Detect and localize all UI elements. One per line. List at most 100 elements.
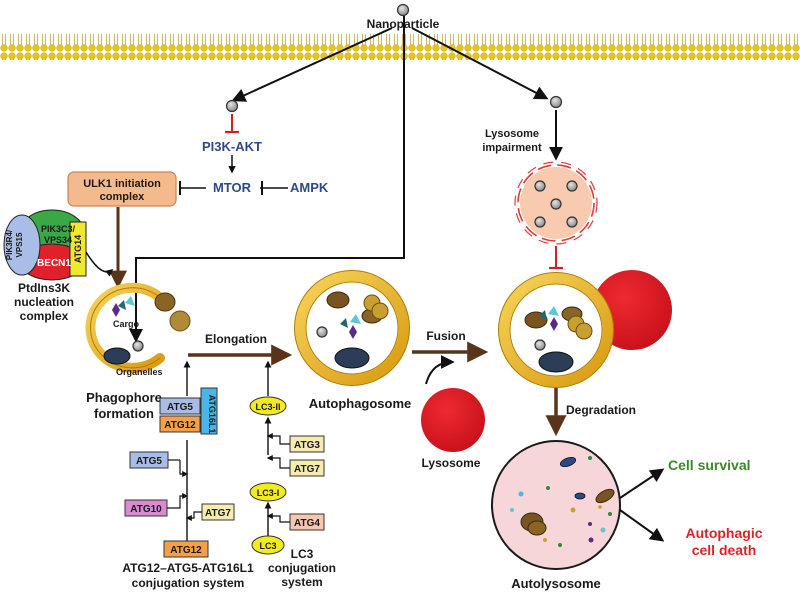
lc3-system-caption-1: LC3: [291, 547, 314, 561]
atg12-system-caption-2: conjugation system: [132, 576, 245, 590]
autolys-brown-3: [595, 488, 615, 504]
pik3r4-label-2: VPS15: [15, 232, 24, 257]
atg7-right-join: [266, 455, 290, 469]
ulk1-complex-box: [67, 171, 177, 207]
autophagosome-diamond: [349, 325, 357, 339]
lysosome-impairment-label-2: impairment: [482, 142, 542, 154]
autolys-blue-1: [559, 456, 577, 468]
lc3-system-caption-3: system: [281, 575, 322, 589]
fusing-outer-line: [498, 272, 614, 388]
arrow-to-phagophore: [129, 16, 405, 343]
autolys-dot-3: [546, 486, 550, 490]
cargo-diamond: [112, 303, 120, 317]
autophagosome-organelle: [334, 347, 370, 369]
lc3-ii-oval: [249, 396, 287, 416]
pik3r4-label-1: PIK3R4/: [5, 229, 14, 260]
autophagosome-outer-line: [294, 270, 410, 386]
atg12-top-label: ATG12: [164, 420, 196, 431]
impaired-np-3: [550, 198, 562, 210]
autophagosome-yellow-2: [371, 302, 389, 320]
autolys-dot-6: [600, 527, 606, 533]
atg12-system-caption-1: ATG12–ATG5-ATG16L1: [122, 561, 254, 575]
autolys-dot-9: [558, 543, 562, 547]
ptdins3k-caption-3: complex: [20, 309, 69, 323]
phagophore-cargo-brown-1: [154, 292, 176, 312]
atg12-label: ATG12: [170, 545, 202, 556]
arrow-lysosome-to-fusion: [425, 355, 455, 385]
autolys-brown-2: [527, 520, 547, 536]
impaired-lysosome-rim-outer: [514, 161, 598, 245]
pik3c3-label-1: PIK3C3/: [41, 224, 76, 234]
atg5-box-top: [159, 397, 201, 415]
degradation-label: Degradation: [566, 403, 636, 417]
lc3-system-caption-2: conjugation: [268, 561, 336, 575]
fusing-diamond: [550, 317, 558, 331]
elongation-label: Elongation: [205, 332, 267, 346]
autophagosome-cargo-brown: [326, 291, 350, 309]
fusing-autophagosome: [498, 272, 614, 388]
fusion-label: Fusion: [426, 329, 465, 343]
ptdins3k-caption-2: nucleation: [14, 295, 74, 309]
cell-membrane: [0, 34, 800, 60]
cargo-triangle-2: [118, 300, 126, 310]
atg10-label: ATG10: [130, 504, 162, 515]
atg7-right-label: ATG7: [294, 464, 320, 475]
pi3k-akt-label: PI3K-AKT: [202, 139, 262, 154]
nanoparticle-phagophore: [132, 340, 144, 352]
fusing-nanoparticle: [534, 339, 546, 351]
autophagosome-inner-line: [305, 281, 399, 375]
autophagosome-triangle: [350, 314, 361, 324]
impaired-np-5: [566, 216, 578, 228]
atg7-left-label: ATG7: [205, 508, 231, 519]
atg5-top-label: ATG5: [167, 402, 193, 413]
autolys-dot-2: [518, 491, 524, 497]
lc3-oval: [251, 535, 285, 555]
autolys-dot-11: [543, 538, 547, 542]
atg12-box-top: [159, 415, 201, 433]
nanoparticle-left: [225, 99, 239, 113]
lysosome: [421, 388, 485, 452]
autophagic-death-label-1: Autophagic: [686, 525, 763, 541]
mtor-label: MTOR: [213, 180, 252, 195]
atg5-label: ATG5: [136, 456, 162, 467]
becn1-label: BECN1: [37, 258, 71, 269]
atg16l1-box: [200, 387, 218, 435]
autolysosome-label: Autolysosome: [511, 576, 601, 591]
arrow-to-right-np: [411, 27, 549, 100]
ptdins3k-caption-1: PtdIns3K: [18, 281, 70, 295]
ulk1-label-1: ULK1 initiation: [83, 178, 161, 190]
atg14-box: [69, 221, 87, 277]
autolys-dot-5: [588, 522, 592, 526]
arrow-cell-death: [619, 509, 665, 542]
phagophore-ring-outline: [90, 287, 161, 369]
atg3-join: [266, 433, 290, 445]
lc3-i-oval: [249, 482, 287, 502]
atg7-join: [185, 511, 202, 521]
atg5-join: [179, 460, 189, 477]
autolys-dot-12: [598, 505, 602, 509]
autolys-dot-7: [608, 512, 612, 516]
lysosome-impairment-label-1: Lysosome: [485, 128, 539, 140]
lc3-ii-label: LC3-II: [255, 402, 280, 412]
autolys-dot-8: [588, 537, 594, 543]
lysosome-label: Lysosome: [422, 456, 481, 470]
atg12-box: [163, 540, 209, 558]
arrow-ptdins3k-to-phagophore: [85, 251, 114, 277]
organelles-label: Organelles: [116, 367, 163, 377]
autophagic-death-label-2: cell death: [692, 542, 757, 558]
autophagosome-label: Autophagosome: [309, 396, 412, 411]
arrow-cell-survival: [619, 468, 665, 499]
fusing-organelle: [538, 351, 574, 373]
ampk-label: AMPK: [290, 180, 329, 195]
autolys-dot-4: [570, 507, 576, 513]
autolys-dot-10: [510, 508, 514, 512]
phagophore-caption-1: Phagophore: [86, 390, 162, 405]
cargo-label: Cargo: [113, 319, 140, 329]
cell-survival-label: Cell survival: [668, 457, 751, 473]
fusing-triangle-2: [539, 310, 547, 320]
pik3r4-vps15-shape: [3, 214, 41, 276]
ulk1-label-2: complex: [100, 191, 146, 203]
autophagosome-triangle-2: [340, 318, 348, 328]
